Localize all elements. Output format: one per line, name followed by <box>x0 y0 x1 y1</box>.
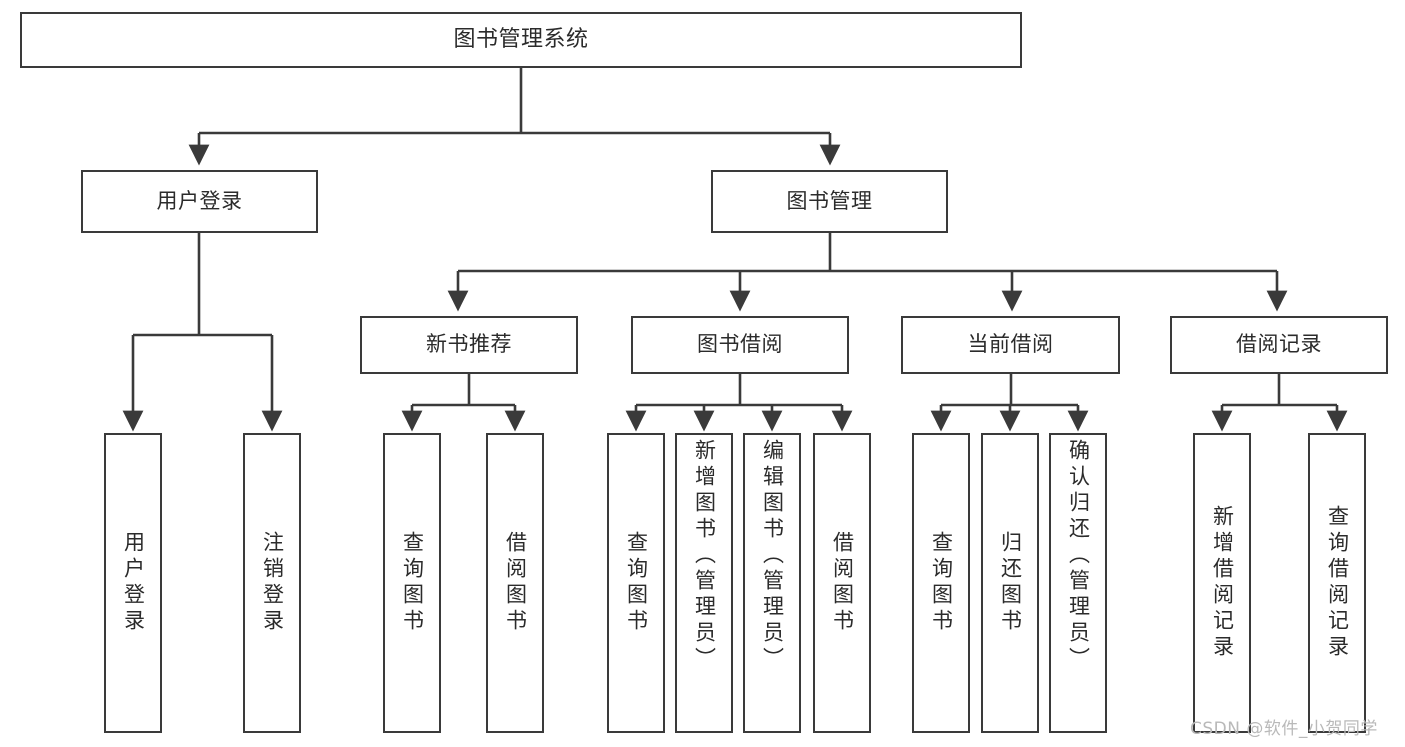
node-label: 借阅记录 <box>1236 332 1322 357</box>
node-label: 借阅图书 <box>503 531 528 635</box>
node-root-system[interactable]: 图书管理系统 <box>20 12 1022 68</box>
node-label: 图书管理 <box>786 188 873 213</box>
node-book-borrow[interactable]: 图书借阅 <box>631 316 849 374</box>
node-label: 图书借阅 <box>697 332 783 357</box>
node-borrow-record[interactable]: 借阅记录 <box>1170 316 1388 374</box>
leaf-user-login-logout[interactable]: 注销登录 <box>243 433 301 733</box>
node-label: 当前借阅 <box>967 332 1054 357</box>
leaf-book-borrow-query[interactable]: 查询图书 <box>607 433 665 733</box>
node-label: 用户登录 <box>156 188 243 213</box>
leaf-borrow-record-add[interactable]: 新增借阅记录 <box>1193 433 1251 733</box>
leaf-book-borrow-add[interactable]: 新增图书（管理员） <box>675 433 733 733</box>
leaf-book-borrow-borrow[interactable]: 借阅图书 <box>813 433 871 733</box>
node-label: 新增图书（管理员） <box>692 439 717 673</box>
node-label: 借阅图书 <box>830 531 855 635</box>
leaf-current-borrow-return[interactable]: 归还图书 <box>981 433 1039 733</box>
node-label: 编辑图书（管理员） <box>760 439 785 673</box>
node-label: 用户登录 <box>121 531 146 635</box>
node-label: 确认归还（管理员） <box>1066 439 1091 673</box>
node-label: 注销登录 <box>260 531 285 635</box>
node-user-login[interactable]: 用户登录 <box>81 170 318 233</box>
leaf-borrow-record-query[interactable]: 查询借阅记录 <box>1308 433 1366 733</box>
leaf-user-login-login[interactable]: 用户登录 <box>104 433 162 733</box>
node-label: 新增借阅记录 <box>1210 505 1235 661</box>
leaf-new-book-query[interactable]: 查询图书 <box>383 433 441 733</box>
leaf-current-borrow-query[interactable]: 查询图书 <box>912 433 970 733</box>
node-label: 查询图书 <box>929 531 954 635</box>
csdn-watermark: CSDN @软件_小贺同学 <box>1190 719 1378 739</box>
node-label: 查询图书 <box>624 531 649 635</box>
node-book-management[interactable]: 图书管理 <box>711 170 948 233</box>
node-label: 查询图书 <box>400 531 425 635</box>
leaf-current-borrow-confirm-return[interactable]: 确认归还（管理员） <box>1049 433 1107 733</box>
node-label: 归还图书 <box>998 531 1023 635</box>
node-label: 新书推荐 <box>426 332 512 357</box>
node-current-borrow[interactable]: 当前借阅 <box>901 316 1120 374</box>
node-label: 图书管理系统 <box>453 26 589 52</box>
leaf-book-borrow-edit[interactable]: 编辑图书（管理员） <box>743 433 801 733</box>
leaf-new-book-borrow[interactable]: 借阅图书 <box>486 433 544 733</box>
node-label: 查询借阅记录 <box>1325 505 1350 661</box>
node-new-book-recommend[interactable]: 新书推荐 <box>360 316 578 374</box>
